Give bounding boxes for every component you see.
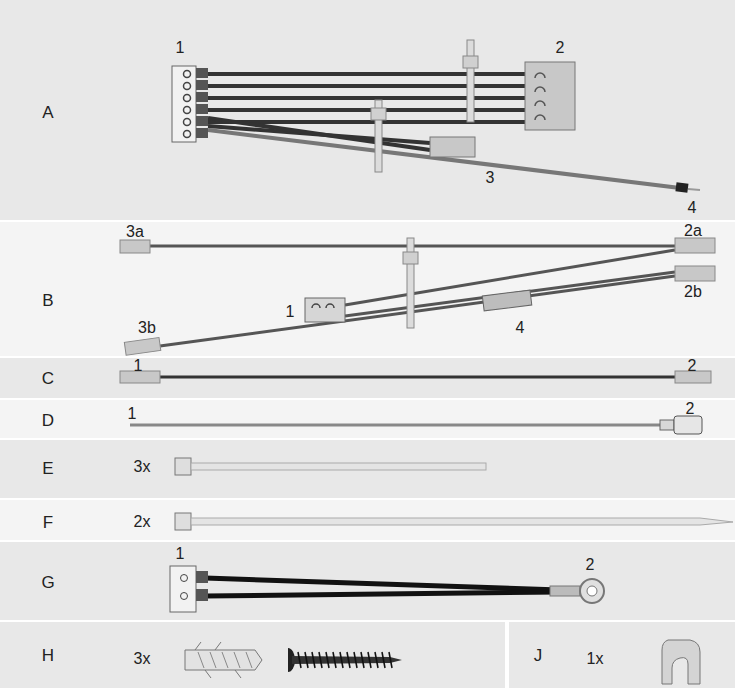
band xyxy=(0,358,735,398)
callout-number: 1 xyxy=(134,358,143,374)
band xyxy=(509,622,735,688)
callout-number: 2a xyxy=(684,223,702,239)
cable-tie-f xyxy=(175,513,733,530)
callout-number: 1 xyxy=(286,304,295,320)
row-letter: H xyxy=(42,647,54,664)
row-letter: B xyxy=(42,292,53,309)
callout-number: 2 xyxy=(686,401,695,417)
quantity-label: 3x xyxy=(134,459,151,475)
callout-number: 1 xyxy=(176,546,185,562)
cable-clip-j xyxy=(662,640,700,684)
row-letter: J xyxy=(534,647,543,664)
band xyxy=(0,222,735,356)
callout-number: 4 xyxy=(516,320,525,336)
row-letter: F xyxy=(43,514,53,531)
callout-number: 1 xyxy=(176,40,185,56)
callout-number: 2 xyxy=(586,557,595,573)
quantity-label: 2x xyxy=(134,514,151,530)
quantity-label: 1x xyxy=(587,651,604,667)
callout-number: 2 xyxy=(556,40,565,56)
callout-number: 2 xyxy=(688,358,697,374)
callout-number: 1 xyxy=(128,406,137,422)
cable-c xyxy=(120,371,711,383)
callout-number: 3b xyxy=(138,320,156,336)
row-letter: G xyxy=(41,574,54,591)
cable-tie-e xyxy=(175,458,486,475)
callout-number: 4 xyxy=(688,200,697,216)
row-letter: E xyxy=(42,460,53,477)
callout-number: 3a xyxy=(126,224,144,240)
callout-number: 2b xyxy=(684,284,702,300)
row-letter: C xyxy=(42,370,54,387)
band xyxy=(0,622,505,688)
earth-cable-g xyxy=(170,566,604,612)
row-letter: A xyxy=(42,104,53,121)
quantity-label: 3x xyxy=(134,651,151,667)
row-letter: D xyxy=(42,412,54,429)
wall-plug-and-screw-h xyxy=(185,642,402,678)
band xyxy=(0,440,735,498)
band xyxy=(0,0,735,220)
band xyxy=(0,500,735,540)
harness-a xyxy=(172,40,700,193)
harness-b xyxy=(120,238,715,355)
callout-number: 3 xyxy=(486,170,495,186)
band xyxy=(0,542,735,620)
cable-d xyxy=(130,416,702,434)
band xyxy=(0,400,735,438)
